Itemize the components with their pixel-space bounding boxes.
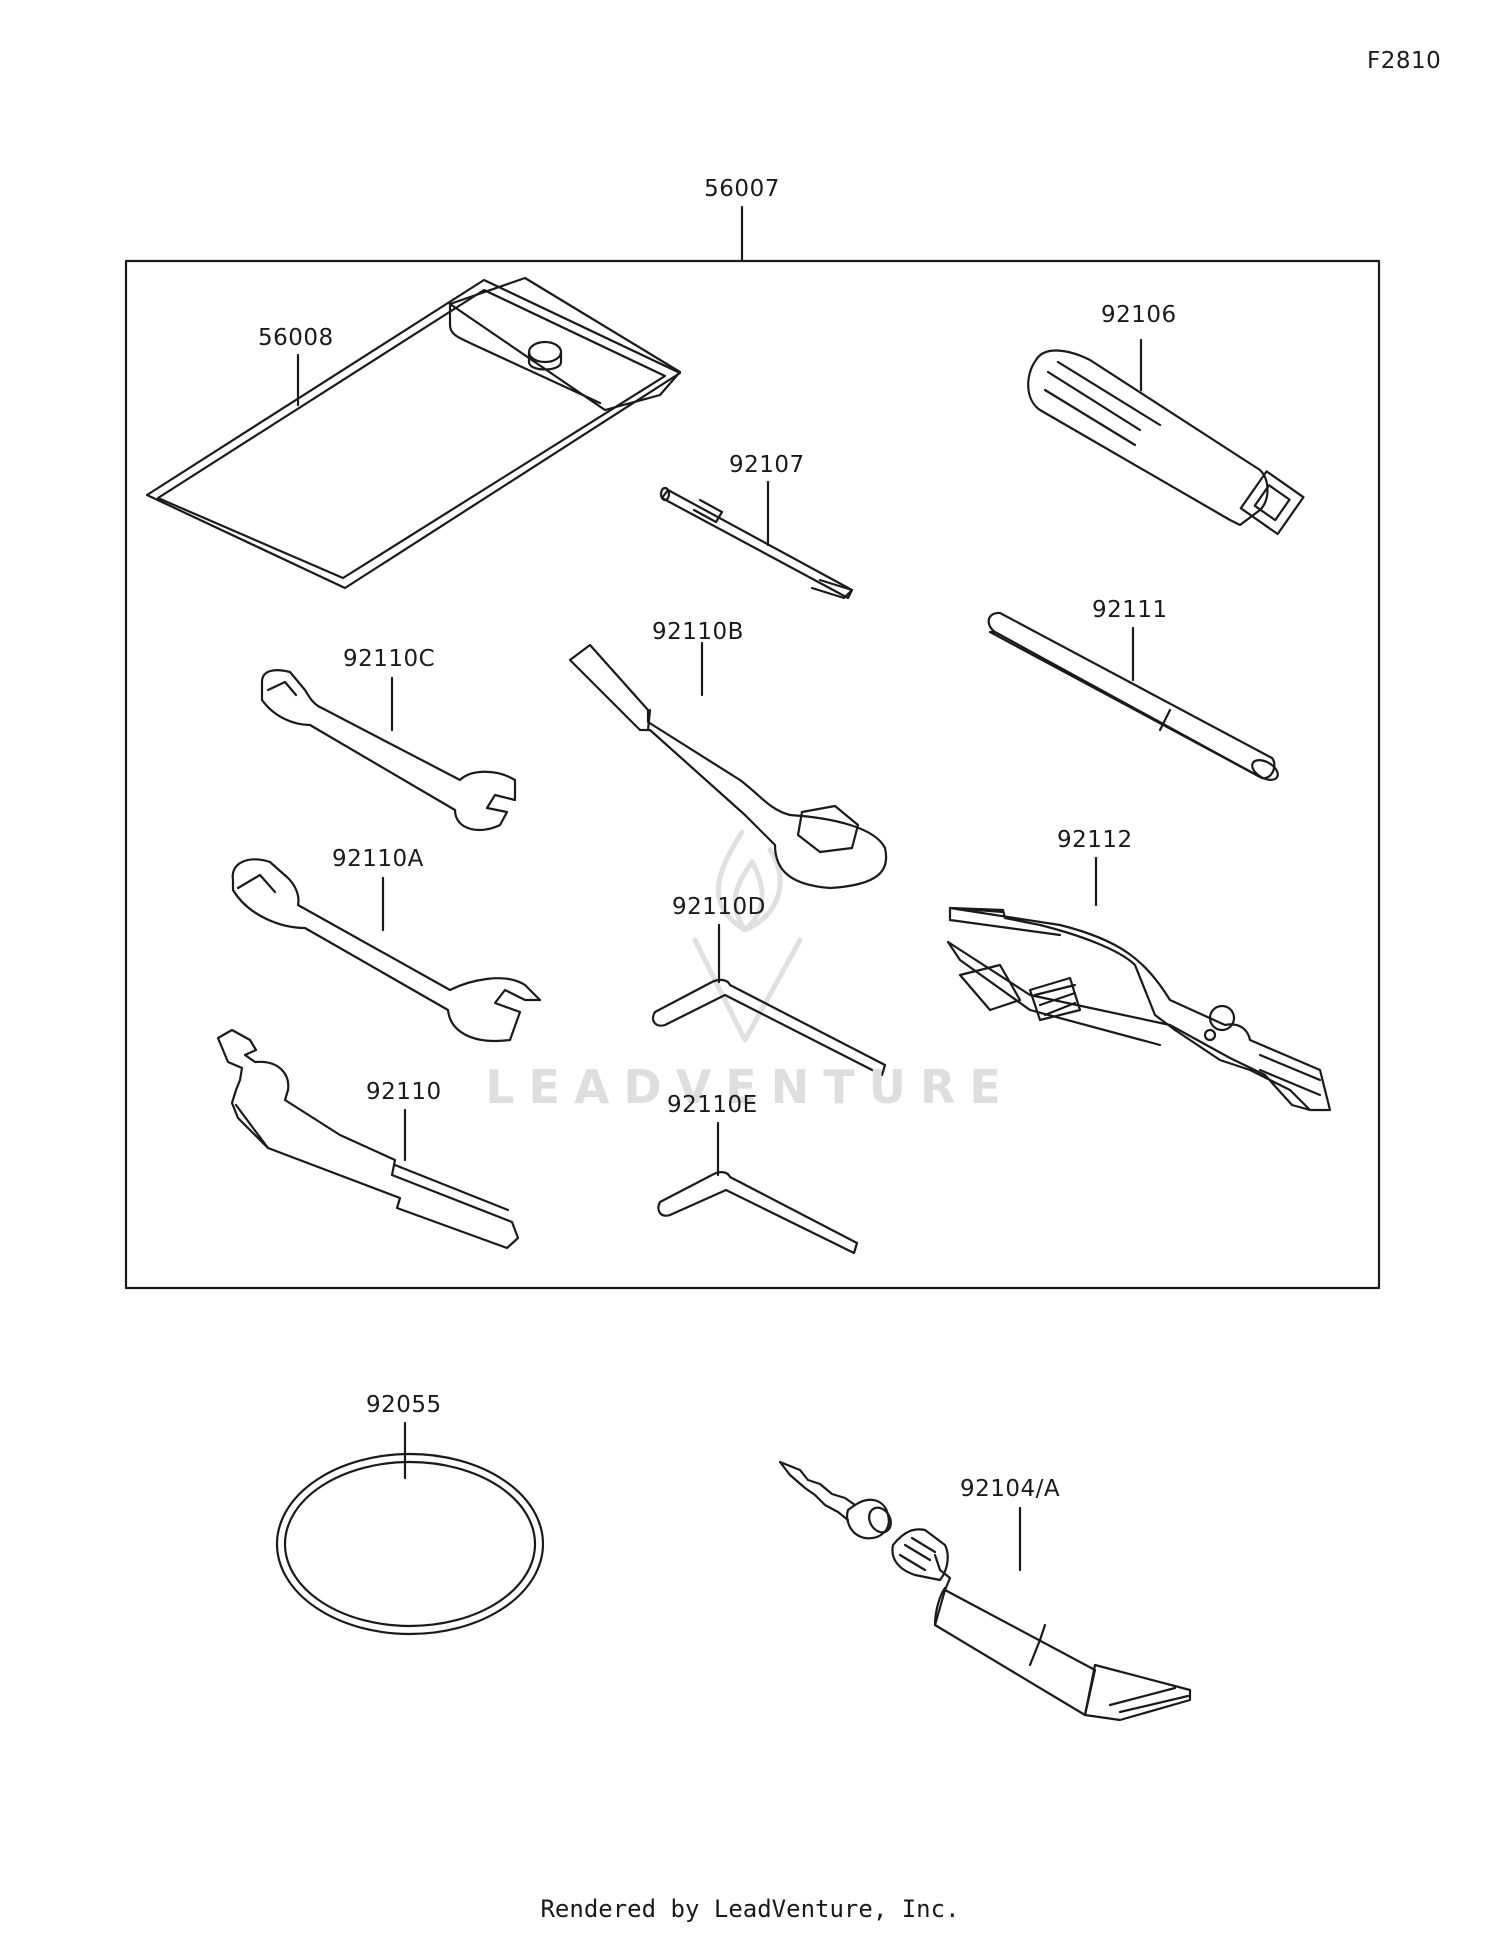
wrench-92110C: [260, 669, 517, 832]
part-label-56007[interactable]: 56007: [704, 176, 780, 202]
wrench-92110B: [568, 643, 888, 890]
band-92055: [275, 1452, 545, 1636]
part-label-92110D[interactable]: 92110D: [672, 894, 766, 920]
part-label-92110[interactable]: 92110: [366, 1079, 442, 1105]
screwdriver-bit-92107: [659, 486, 854, 600]
screwdriver-handle-92106: [1027, 349, 1305, 536]
part-label-92110E[interactable]: 92110E: [667, 1092, 758, 1118]
repair-kit-92104A: [778, 1460, 1192, 1722]
hex-key-92110E: [657, 1171, 859, 1255]
watermark-logo: [692, 829, 803, 1043]
tool-case-56008: [145, 276, 682, 590]
part-label-92104A[interactable]: 92104/A: [960, 1476, 1061, 1502]
part-label-92110C[interactable]: 92110C: [343, 646, 436, 672]
pliers-92112: [946, 906, 1332, 1112]
kit-frame: [124, 259, 1381, 1290]
figure-code: F2810: [1367, 48, 1442, 74]
part-label-56008[interactable]: 56008: [258, 325, 334, 351]
part-label-92112[interactable]: 92112: [1057, 827, 1133, 853]
spanner-92110: [216, 1028, 520, 1250]
footer-credit: Rendered by LeadVenture, Inc.: [540, 1895, 960, 1923]
watermark-text: LEADVENTURE: [485, 1060, 1015, 1114]
part-label-92111[interactable]: 92111: [1092, 597, 1168, 623]
extension-92111: [987, 611, 1279, 781]
part-label-92110B[interactable]: 92110B: [652, 619, 744, 645]
part-label-92110A[interactable]: 92110A: [332, 846, 424, 872]
part-label-92106[interactable]: 92106: [1101, 302, 1177, 328]
wrench-92110A: [231, 858, 542, 1043]
part-label-92107[interactable]: 92107: [729, 452, 805, 478]
part-label-92055[interactable]: 92055: [366, 1392, 442, 1418]
